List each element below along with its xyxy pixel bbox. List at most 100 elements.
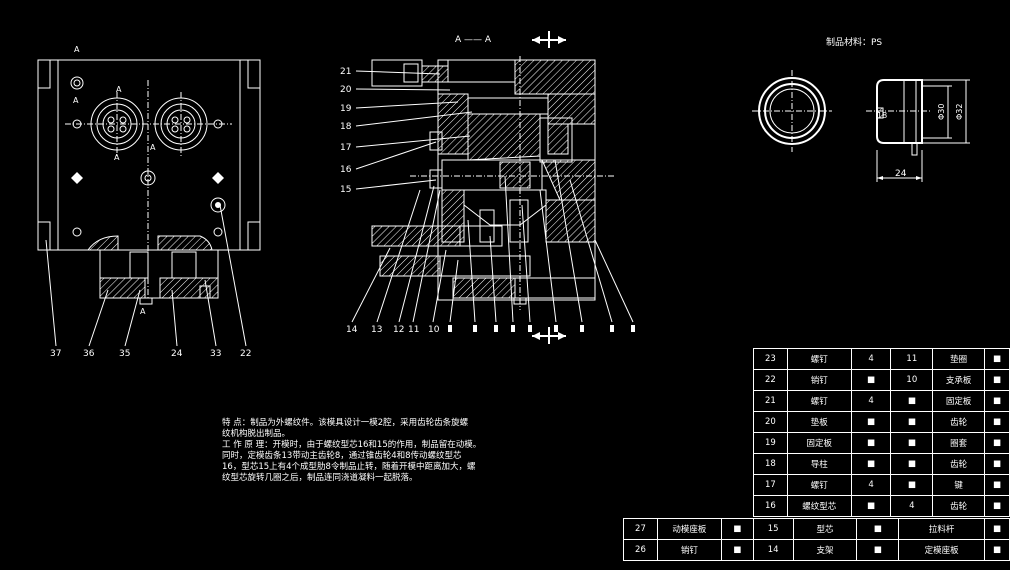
callout-12: 12 — [393, 325, 404, 335]
bom-cell: 动模座板 — [656, 518, 722, 540]
bom-cell: 螺钉 — [786, 390, 852, 412]
bom-cell: 型芯 — [792, 518, 858, 540]
note-line: 纹机构脱出制品。 — [222, 429, 291, 439]
section-mark-top: A — [74, 45, 80, 54]
section-mark-label: A — [114, 153, 120, 162]
bom-cell: 螺钉 — [786, 474, 852, 496]
bom-cell: 18 — [753, 453, 788, 475]
section-view: A —— A — [340, 31, 635, 344]
bom-cell: ■ — [984, 432, 1010, 454]
note-line: 同时，定模齿条13带动主齿轮8，通过锥齿轮4和8传动螺纹型芯 — [222, 451, 462, 461]
bom-cell: ■ — [984, 369, 1010, 391]
note-line: 纹型芯旋转几圈之后，制品连同浇道凝料一起脱落。 — [222, 473, 418, 483]
bom-cell: 14 — [752, 539, 794, 561]
callout-15: 15 — [340, 185, 351, 195]
bom-cell: 固定板 — [932, 390, 986, 412]
bom-cell: 垫板 — [786, 411, 852, 433]
bom-cell: ■ — [984, 453, 1010, 475]
bom-cell: 27 — [623, 518, 658, 540]
dim-phi30: Φ30 — [937, 104, 946, 120]
callout-18: 18 — [340, 122, 352, 132]
callout-14: 14 — [346, 325, 358, 335]
callout-11: 11 — [408, 325, 419, 335]
bom-cell: 26 — [623, 539, 658, 561]
bom-cell: ■ — [984, 539, 1010, 561]
bom-cell: 销钉 — [656, 539, 722, 561]
bom-cell: ■ — [720, 518, 754, 540]
bom-cell: ■ — [984, 518, 1010, 540]
bom-cell: ■ — [984, 390, 1010, 412]
left-view-outline — [37, 59, 261, 251]
callout-21: 21 — [340, 67, 351, 77]
bom-cell: ■ — [850, 411, 892, 433]
bom-cell: ■ — [890, 390, 934, 412]
bom-cell: 19 — [753, 432, 788, 454]
bom-cell: 21 — [753, 390, 788, 412]
callout-33: 33 — [210, 349, 221, 359]
bom-cell: ■ — [890, 411, 934, 433]
bom-cell: 固定板 — [786, 432, 852, 454]
bom-cell: ■ — [850, 432, 892, 454]
section-mark-label: A — [116, 85, 122, 94]
direction-symbol-top — [532, 31, 566, 48]
dim-phi32: Φ32 — [955, 104, 964, 120]
callout-10: 10 — [428, 325, 440, 335]
callout-13: 13 — [371, 325, 382, 335]
callout-22: 22 — [240, 349, 251, 359]
bom-cell: ■ — [890, 474, 934, 496]
bom-cell: 齿轮 — [932, 453, 986, 475]
bom-cell: ■ — [984, 474, 1010, 496]
technical-notes: 特 点：制品为外螺纹件。该模具设计一模2腔，采用齿轮齿条旋螺 纹机构脱出制品。 … — [222, 418, 522, 484]
bom-cell: 螺纹型芯 — [786, 495, 852, 517]
left-view: A A A A A A 37 36 35 24 33 22 — [37, 45, 261, 359]
bom-cell: 导柱 — [786, 453, 852, 475]
section-mark-label: A — [140, 307, 146, 316]
bom-cell: ■ — [984, 348, 1010, 370]
bom-cell: ■ — [856, 539, 900, 561]
dim-18: 18 — [877, 111, 887, 120]
section-mark-label: A — [73, 96, 79, 105]
callout-19: 19 — [340, 104, 352, 114]
callout-placeholder-marks — [448, 325, 635, 332]
bom-cell: ■ — [720, 539, 754, 561]
bom-cell: 齿轮 — [932, 411, 986, 433]
bom-cell: 螺钉 — [786, 348, 852, 370]
bom-cell: 4 — [850, 474, 892, 496]
bom-cell: ■ — [984, 495, 1010, 517]
bom-cell: ■ — [984, 411, 1010, 433]
bom-cell: 4 — [850, 390, 892, 412]
bom-cell: 定模座板 — [898, 539, 986, 561]
direction-symbol-bottom — [532, 327, 566, 344]
note-line: 特 点：制品为外螺纹件。该模具设计一模2腔，采用齿轮齿条旋螺 — [222, 418, 469, 428]
callout-20: 20 — [340, 85, 352, 95]
bom-cell: 23 — [753, 348, 788, 370]
bom-cell: ■ — [890, 453, 934, 475]
dim-width: 24 — [895, 169, 907, 179]
callout-24: 24 — [171, 349, 183, 359]
callout-17: 17 — [340, 143, 351, 153]
bom-cell: ■ — [856, 518, 900, 540]
bom-cell: ■ — [850, 369, 892, 391]
bom-cell: 16 — [753, 495, 788, 517]
section-mark-label: A — [150, 143, 156, 152]
bom-cell: 22 — [753, 369, 788, 391]
note-line: 16，型芯15上有4个成型肋8令制品止转，随着开模中距离加大，螺 — [222, 462, 476, 472]
bom-cell: 11 — [890, 348, 934, 370]
bom-cell: 20 — [753, 411, 788, 433]
product-view: 制品材料：PS 24 Φ30 Φ32 18 — [752, 36, 970, 182]
callout-36: 36 — [83, 349, 95, 359]
callout-16: 16 — [340, 165, 352, 175]
callout-35: 35 — [119, 349, 130, 359]
bom-cell: 键 — [932, 474, 986, 496]
bom-cell: 4 — [890, 495, 934, 517]
